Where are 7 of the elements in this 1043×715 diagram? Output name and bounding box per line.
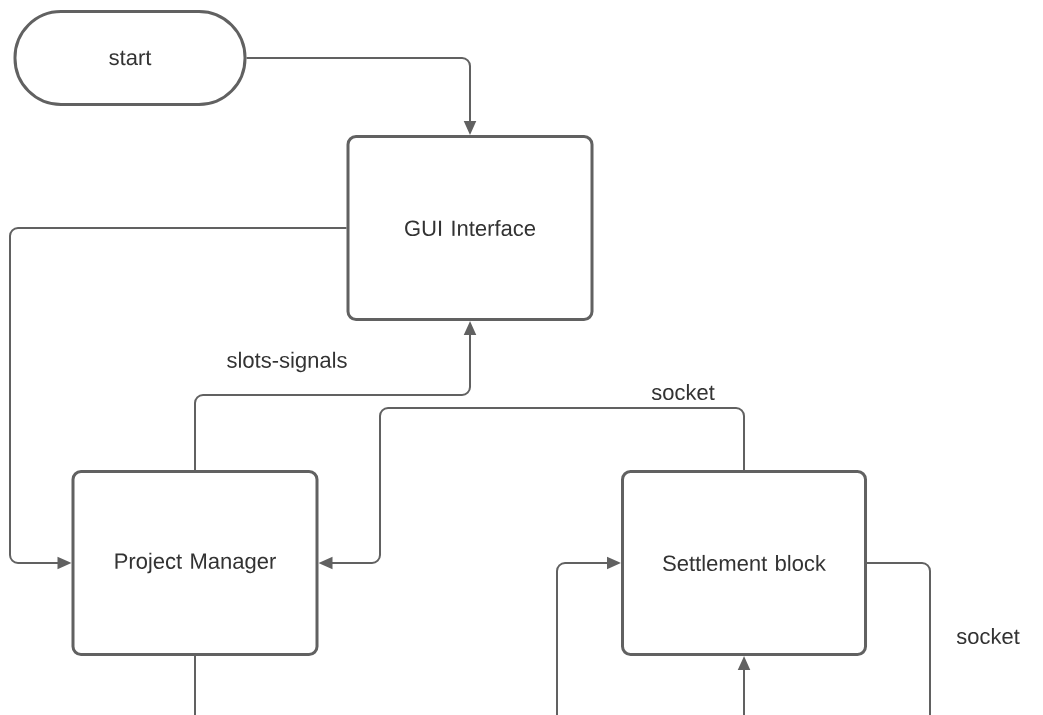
process-box: GUI Interface xyxy=(346,135,594,321)
process-box: Project Manager xyxy=(71,470,319,656)
edge-label: socket xyxy=(650,382,716,402)
arrow xyxy=(737,562,931,715)
process-box: Settlement block xyxy=(621,470,867,656)
edge-label: slots-signals xyxy=(225,350,349,374)
edge-label: socket xyxy=(955,626,1021,646)
